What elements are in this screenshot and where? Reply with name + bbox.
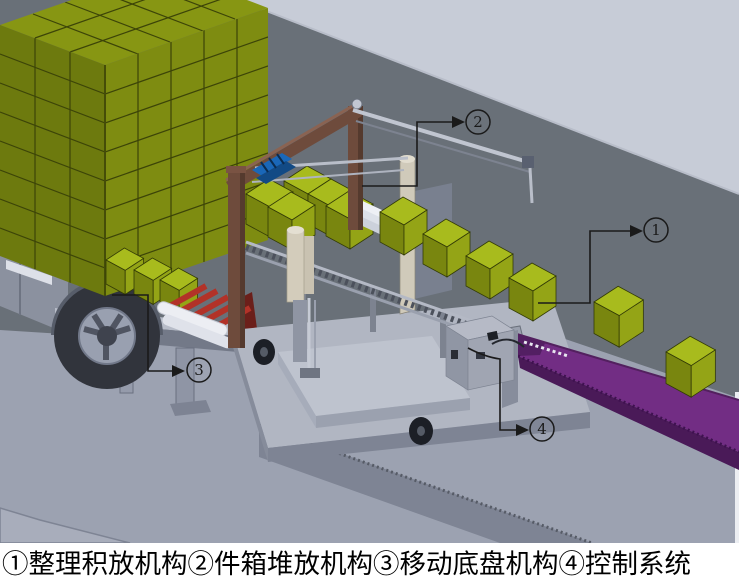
callout-1-leader [538, 230, 630, 304]
piston-foot [300, 368, 320, 378]
callout-2-leader [362, 121, 452, 187]
belt-conveyor [495, 325, 739, 470]
callout-3-number: 3 [194, 361, 204, 379]
callout-3-circle [186, 357, 212, 383]
chassis-wheel-left-hub [260, 347, 268, 357]
rail-drop [528, 167, 534, 204]
green-box-face [690, 349, 716, 398]
belt-top [510, 332, 739, 452]
gantry-back-post-shade [358, 106, 363, 230]
top-rail-far-shadow [355, 120, 531, 173]
bed-support-foot [170, 400, 211, 416]
conveyor-leg [440, 312, 446, 358]
boxes-front [379, 196, 557, 322]
ramp-hatched-edge [258, 423, 593, 543]
wheel-hub [97, 326, 117, 346]
gantry-front-post-cap [226, 166, 246, 173]
roller-frame-bar-2 [162, 314, 233, 349]
floor-corner-slab [0, 507, 131, 543]
callout-1-number: 1 [651, 221, 661, 239]
chassis-left-face [232, 330, 268, 462]
control-panel-detail-2 [476, 352, 485, 359]
gripper-carriage [252, 153, 292, 176]
pallet-top [278, 336, 470, 416]
control-box-side [467, 329, 515, 391]
callout-4: 4 [467, 347, 555, 442]
cargo-grid-top [32, 0, 236, 55]
callout-2-circle [465, 109, 491, 135]
belt-boxes [593, 285, 717, 398]
callouts: 1 2 3 4 [112, 109, 669, 442]
callout-2: 2 [362, 109, 491, 187]
pallet-left [278, 352, 316, 428]
cargo-grid-left [0, 38, 105, 283]
gripper-stripes [260, 153, 285, 173]
callout-2-arrowhead [452, 116, 465, 128]
green-box-face [618, 299, 644, 348]
lift-piston [293, 300, 307, 362]
gantry-front-post-shade [240, 170, 245, 348]
callout-4-leader [467, 347, 516, 431]
callout-4-circle [529, 416, 555, 442]
stacking-gantry [225, 98, 534, 378]
lift-cylinder-cap [287, 226, 304, 234]
scene-illustration: 1 2 3 4 [0, 0, 739, 543]
control-cable [491, 338, 525, 348]
callout-3: 3 [112, 294, 212, 383]
callout-3-arrowhead [172, 365, 185, 377]
conveyor-leg [370, 286, 376, 332]
belt-roller-ticks [523, 340, 569, 358]
callout-1: 1 [538, 217, 669, 304]
callout-3-leader [112, 294, 172, 372]
cargo-top-face [0, 0, 268, 65]
pallet-front [316, 398, 470, 428]
callout-4-arrowhead [516, 424, 529, 436]
beam-end-pulley [351, 98, 363, 110]
top-rail-front [251, 169, 405, 183]
truck-step-bar [6, 260, 52, 285]
figure-caption: ①整理积放机构②件箱堆放机构③移动底盘机构④控制系统 [0, 543, 739, 585]
cargo-stack [0, 0, 268, 296]
rail-joint [522, 156, 534, 168]
control-panel-detail [451, 350, 458, 359]
belt-side [518, 356, 739, 470]
conveyor-rollers [245, 244, 556, 358]
top-rail-far [352, 108, 529, 164]
callout-1-arrowhead [630, 225, 643, 237]
callout-4-number: 4 [537, 420, 547, 438]
lift-cylinder [286, 229, 305, 303]
chassis-wheel-front-hub [417, 426, 425, 436]
belt-near-edge-hatch [517, 354, 739, 454]
belt-tip-shade [510, 332, 545, 356]
callout-2-number: 2 [473, 113, 483, 131]
wall-top-edge [237, 0, 739, 195]
green-box-face [532, 275, 557, 322]
control-box [445, 315, 525, 408]
callout-1-circle [643, 217, 669, 243]
gantry-beam-highlight [225, 102, 357, 182]
gripper-carriage-lower [256, 161, 296, 184]
rim-spokes [83, 313, 131, 360]
control-connector [487, 330, 499, 341]
